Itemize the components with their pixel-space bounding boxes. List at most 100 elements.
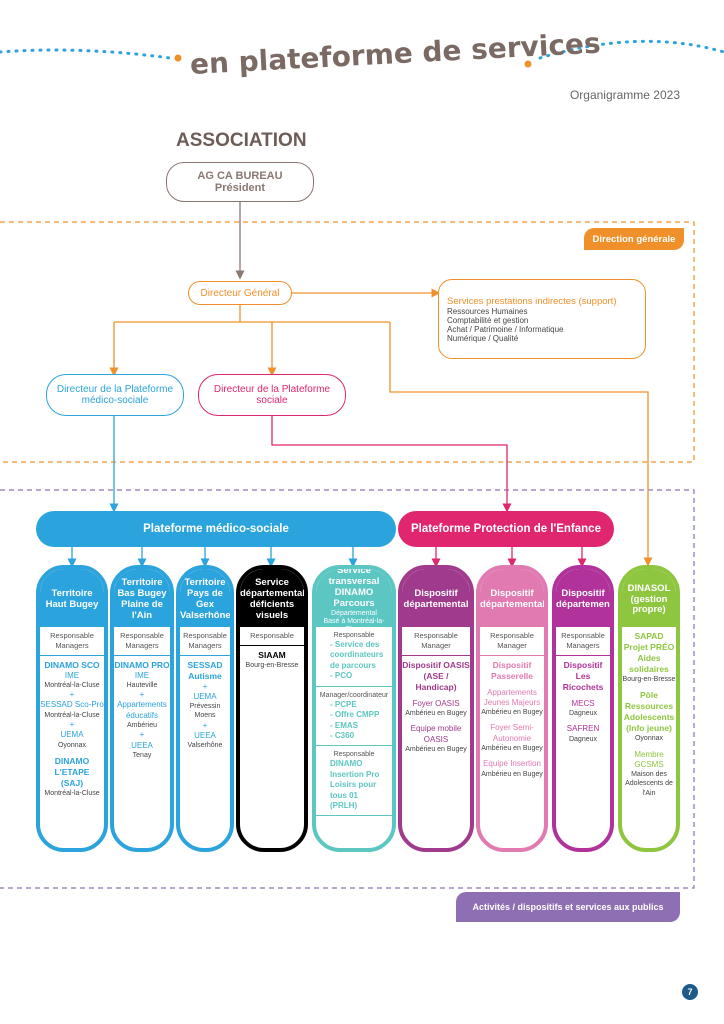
service-label: SAPAD [634, 631, 664, 641]
section-item: - PCO [330, 671, 353, 681]
location-label: Ambérieu en Bugey [405, 710, 467, 718]
column-header-line: Bas Bugey [117, 588, 167, 600]
column-responsable: Responsable [240, 627, 304, 646]
section-item: DINAMO Insertion Pro [330, 759, 380, 779]
column-ricochets: DispositifdépartementalResponsableManage… [552, 565, 614, 852]
column-header-line: Territoire [184, 577, 226, 589]
column-header-line: départemental [556, 599, 614, 610]
service-label: UEEA [194, 730, 216, 740]
service-label: SIAAM [258, 649, 286, 660]
section-item: - Offre CMPP [330, 710, 380, 720]
location-label: Dagneux [568, 735, 598, 743]
service-label: GCSMS [634, 759, 664, 769]
column-header-line: Territoire [51, 588, 93, 600]
platform-medico-label: Plateforme médico-sociale [143, 523, 289, 535]
directeur-medico-line1: Directeur de la Plateforme [56, 384, 174, 395]
column-header-line: Service [337, 565, 371, 577]
decorative-dots [0, 39, 724, 68]
service-label: Dispositif OASIS [402, 659, 470, 670]
directeur-medico-box: Directeur de la Plateforme médico-social… [46, 374, 184, 416]
location-label: Ambérieu en Bugey [481, 745, 543, 753]
location-label: Moens [194, 712, 216, 720]
section-item: (PRLH) [330, 800, 358, 810]
column-header-line: Haut Bugey [45, 599, 99, 610]
service-label: Dispositif [492, 659, 532, 670]
responsable-line: Responsable [120, 631, 164, 640]
service-label: UEEA [131, 740, 153, 750]
support-item: Comptabilité et gestion [447, 315, 529, 325]
service-label: Foyer OASIS [412, 698, 460, 708]
page-number: 7 [682, 984, 698, 1000]
platform-enfance-label: Plateforme Protection de l'Enfance [411, 523, 601, 535]
ag-ca-bureau-label: AG CA BUREAU [197, 170, 283, 182]
support-title: Services prestations indirectes (support… [447, 295, 617, 307]
service-label: Pôle [640, 690, 658, 701]
service-label: IME [134, 670, 150, 680]
service-label: Projet PRÉO [623, 642, 675, 653]
location-label: Montréal-la-Cluse [44, 681, 100, 689]
service-label: (Info jeune) [626, 723, 672, 734]
service-label: Membre [634, 749, 664, 759]
ag-ca-bureau-box: AG CA BUREAU Président [166, 162, 314, 202]
support-item: Ressources Humaines [447, 306, 528, 316]
support-services-box: Services prestations indirectes (support… [438, 279, 646, 359]
parcours-section: Manager/coordinateur- PCPE- Offre CMPP- … [316, 687, 392, 747]
service-label: + [139, 690, 145, 700]
service-label: SAFREN [566, 724, 600, 734]
service-label: Equipe mobile [410, 724, 462, 734]
section-item: - PCPE [330, 699, 357, 709]
location-label: l'Ain [642, 789, 656, 797]
section-item: - EMAS [330, 720, 358, 730]
service-label: Les Ricochets [562, 670, 604, 692]
directeur-sociale-line1: Directeur de la Plateforme [213, 384, 331, 395]
activites-tag: Activités / dispositifs et services aux … [456, 892, 680, 922]
service-label: Ressources [624, 701, 674, 712]
service-label: Equipe Insertion [483, 759, 541, 769]
service-label: + [139, 730, 145, 740]
section-item: Loisirs pour tous 01 [330, 780, 377, 800]
column-header-line: départemental [480, 599, 545, 610]
service-label: DINAMO L'ETAPE [54, 755, 90, 777]
service-label: + [69, 690, 75, 700]
directeur-medico-line2: médico-sociale [81, 395, 149, 406]
responsable-line: Responsable [414, 631, 458, 640]
responsable-line: Managers [566, 640, 600, 650]
association-label: ASSOCIATION [176, 130, 307, 151]
service-label: Appartements [487, 687, 537, 697]
service-label: Appartements [117, 700, 167, 710]
platform-enfance-bar: Plateforme Protection de l'Enfance [398, 511, 614, 547]
president-label: Président [214, 182, 266, 194]
service-label: + [202, 720, 208, 730]
column-header-line: départemental [403, 599, 469, 610]
service-label: SESSAD [187, 659, 223, 670]
column-header-line: DINASOL [627, 582, 671, 594]
service-label: Dispositif [563, 659, 603, 670]
column-header: DINASOL(gestion propre) [622, 569, 676, 627]
location-label: Adolescents de [625, 780, 673, 788]
section-responsable: Responsable [333, 751, 375, 759]
service-label: Jeunes Majeurs [483, 697, 541, 707]
column-header-line: transversal [328, 576, 380, 588]
column-header-line: Territoire [121, 577, 163, 589]
support-item: Achat / Patrimoine / Informatique [447, 324, 564, 334]
column-header-line: Basé à Montréal-la-Cluse [323, 617, 385, 633]
responsable-line: Responsable [561, 631, 605, 640]
